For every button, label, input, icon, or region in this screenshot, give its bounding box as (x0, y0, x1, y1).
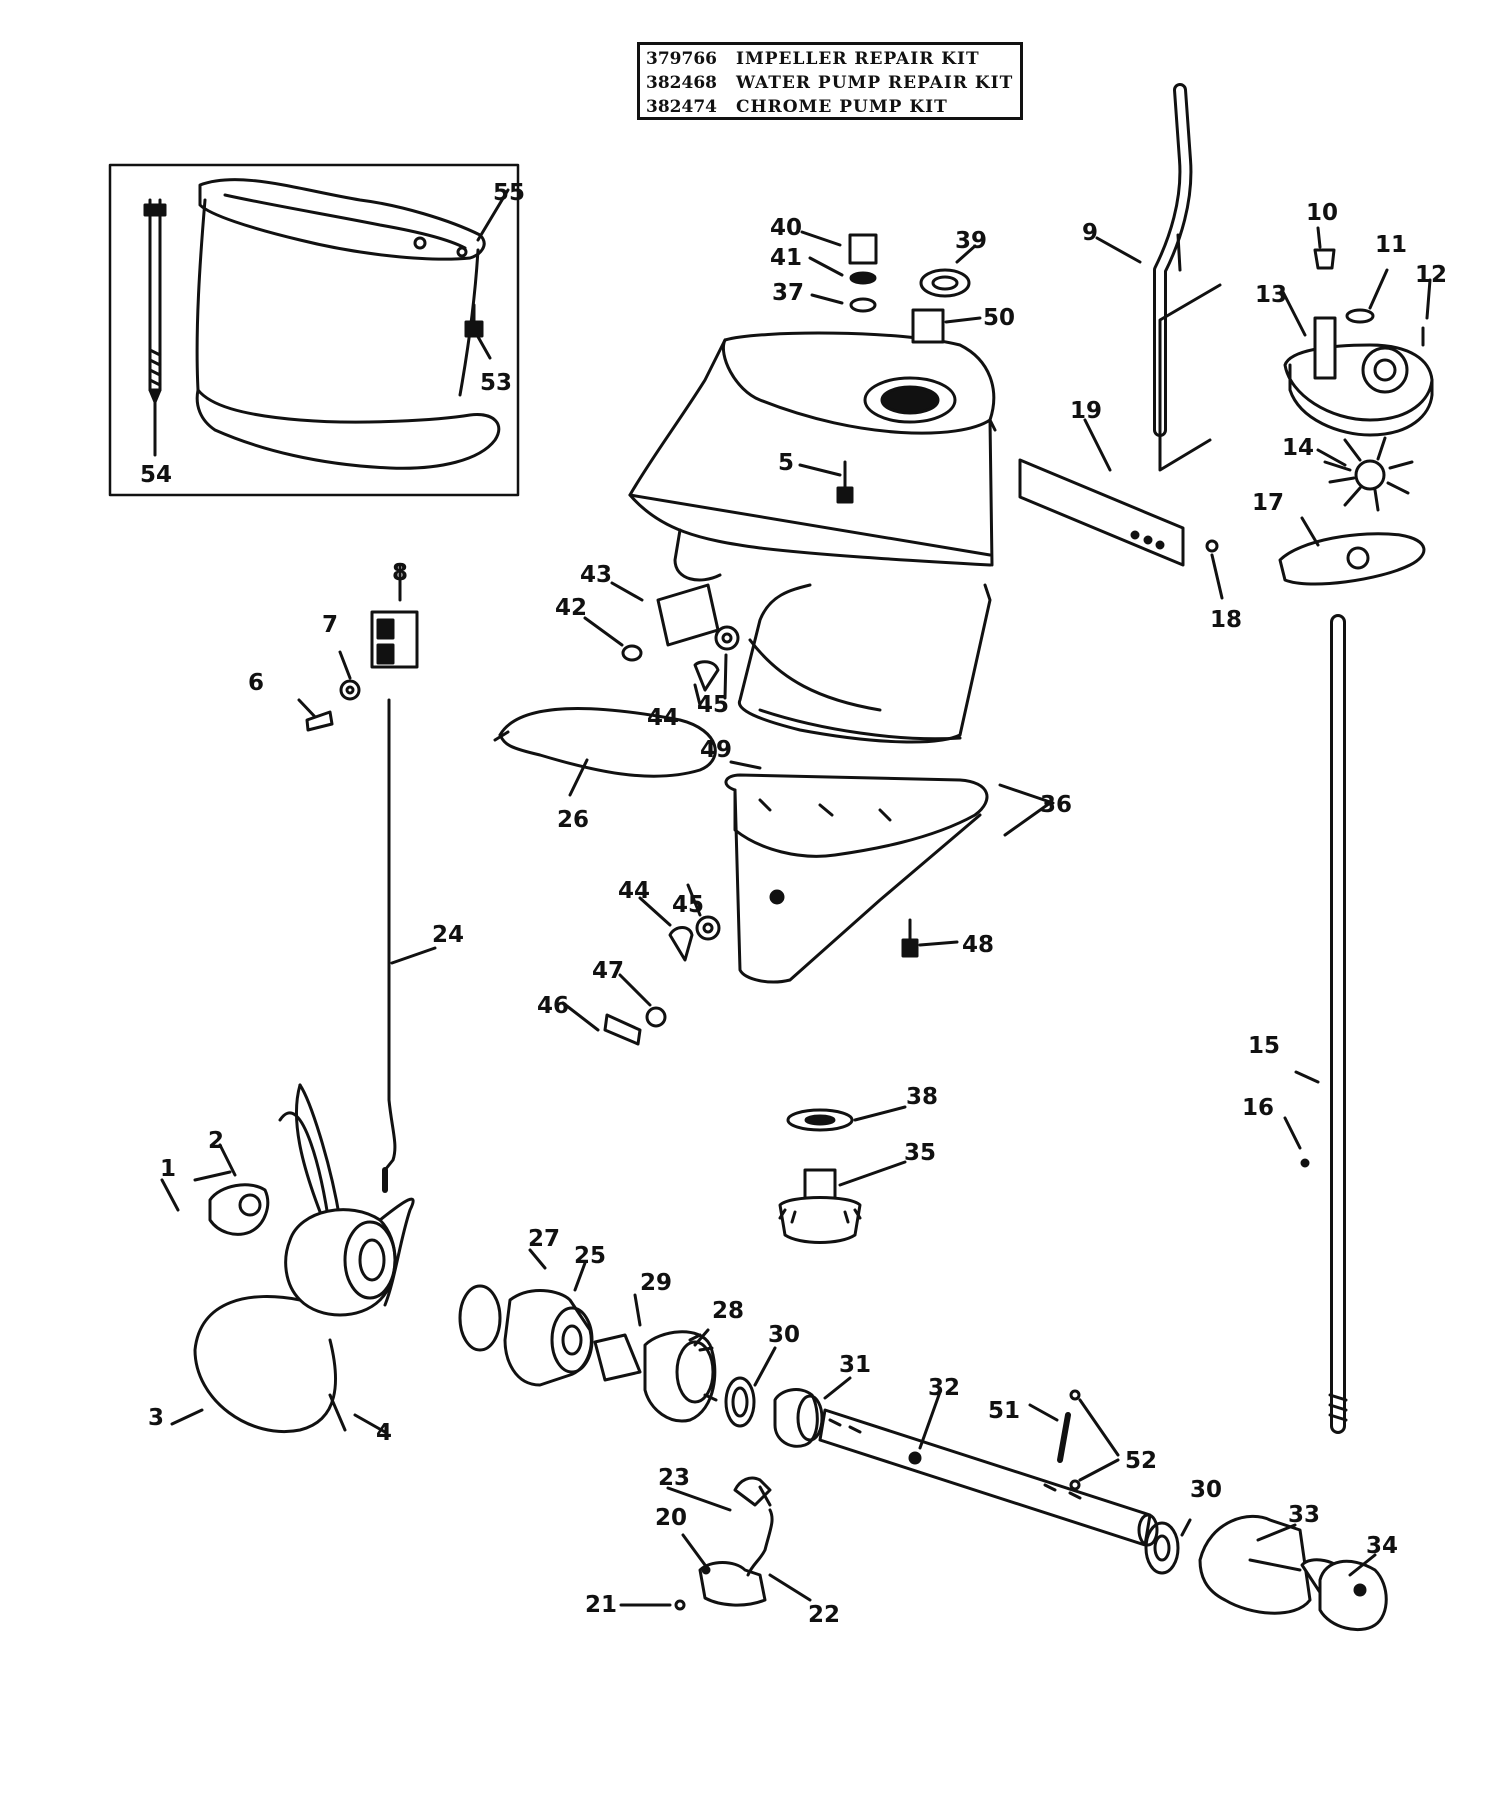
impeller-plate (1278, 516, 1426, 586)
callout-19: 19 (1070, 398, 1102, 424)
callout-41: 41 (770, 245, 802, 271)
repair-kit-legend: 379766 IMPELLER REPAIR KIT 382468 WATER … (637, 42, 1023, 120)
callout-37: 37 (772, 280, 804, 306)
callout-4: 4 (376, 1420, 392, 1446)
pin-set-upper (583, 581, 740, 707)
callout-16: 16 (1242, 1095, 1274, 1121)
callout-17: 17 (1252, 490, 1284, 516)
shift-rod (297, 563, 437, 1193)
callout-31: 31 (839, 1352, 871, 1378)
kit-row: 382468 WATER PUMP REPAIR KIT (646, 71, 1014, 95)
drive-shaft (1283, 614, 1348, 1434)
callout-46: 46 (537, 993, 569, 1019)
callout-30-second: 30 (1190, 1477, 1222, 1503)
callout-15: 15 (1248, 1033, 1280, 1059)
kit-description: IMPELLER REPAIR KIT (736, 49, 980, 69)
bushing-set (800, 230, 982, 344)
callout-26: 26 (557, 807, 589, 833)
callout-34: 34 (1366, 1533, 1398, 1559)
pin-set-lower (561, 883, 959, 1046)
callout-10: 10 (1306, 200, 1338, 226)
callout-21: 21 (585, 1592, 617, 1618)
callout-39: 39 (955, 228, 987, 254)
callout-40: 40 (770, 215, 802, 241)
callout-55: 55 (493, 180, 525, 206)
callout-18: 18 (1210, 607, 1242, 633)
callout-32: 32 (928, 1375, 960, 1401)
callout-51: 51 (988, 1398, 1020, 1424)
callout-5: 5 (778, 450, 794, 476)
callout-45: 45 (697, 692, 729, 718)
callout-23: 23 (658, 1465, 690, 1491)
callout-22: 22 (808, 1602, 840, 1628)
callout-44-second: 44 (618, 878, 650, 904)
callout-11: 11 (1375, 232, 1407, 258)
kit-part-number: 379766 (646, 49, 717, 69)
callout-24: 24 (432, 922, 464, 948)
callout-44: 44 (647, 705, 679, 731)
callout-49: 49 (700, 737, 732, 763)
callout-42: 42 (555, 595, 587, 621)
callout-30: 30 (768, 1322, 800, 1348)
gearcase-housing (628, 331, 1055, 984)
callout-52: 52 (1125, 1448, 1157, 1474)
callout-29: 29 (640, 1270, 672, 1296)
gearcase-gasket (493, 707, 762, 797)
callout-9: 9 (1082, 220, 1098, 246)
callout-35: 35 (904, 1140, 936, 1166)
pinion-gear (778, 1105, 907, 1244)
callout-33: 33 (1288, 1502, 1320, 1528)
callout-1: 1 (160, 1156, 176, 1182)
callout-27: 27 (528, 1226, 560, 1252)
callout-48: 48 (962, 932, 994, 958)
water-pump-housing (1176, 226, 1434, 437)
exhaust-housing-inset (108, 163, 520, 497)
callout-8: 8 (392, 560, 408, 586)
anode-plate (1018, 418, 1224, 600)
callout-47: 47 (592, 958, 624, 984)
kit-row: 379766 IMPELLER REPAIR KIT (646, 47, 1014, 71)
callout-50: 50 (983, 305, 1015, 331)
kit-description: CHROME PUMP KIT (736, 97, 948, 117)
callout-6: 6 (248, 670, 264, 696)
callout-53: 53 (480, 370, 512, 396)
callout-36: 36 (1040, 792, 1072, 818)
forward-gear (1144, 1514, 1388, 1632)
impeller (1316, 436, 1414, 512)
propeller-shaft-components (458, 1248, 852, 1448)
callout-45-second: 45 (672, 892, 704, 918)
callout-13: 13 (1255, 282, 1287, 308)
detent-spring (1028, 1389, 1120, 1491)
shift-lever (619, 1476, 812, 1611)
callout-38: 38 (906, 1084, 938, 1110)
callout-25: 25 (574, 1243, 606, 1269)
callout-20: 20 (655, 1505, 687, 1531)
kit-part-number: 382474 (646, 97, 717, 117)
callout-28: 28 (712, 1298, 744, 1324)
callout-labels: 1 2 3 4 5 6 7 8 9 10 11 12 13 14 15 16 1… (140, 180, 1447, 1628)
callout-14: 14 (1282, 435, 1314, 461)
kit-row: 382474 CHROME PUMP KIT (646, 95, 1014, 119)
callout-7: 7 (322, 612, 338, 638)
kit-description: WATER PUMP REPAIR KIT (736, 73, 1014, 93)
callout-2: 2 (208, 1128, 224, 1154)
water-tube (1095, 83, 1222, 472)
callout-43: 43 (580, 562, 612, 588)
callout-54: 54 (140, 462, 172, 488)
propeller (160, 1083, 415, 1434)
callout-3: 3 (148, 1405, 164, 1431)
kit-part-number: 382468 (646, 73, 717, 93)
callout-12: 12 (1415, 262, 1447, 288)
screw-5 (798, 460, 854, 504)
